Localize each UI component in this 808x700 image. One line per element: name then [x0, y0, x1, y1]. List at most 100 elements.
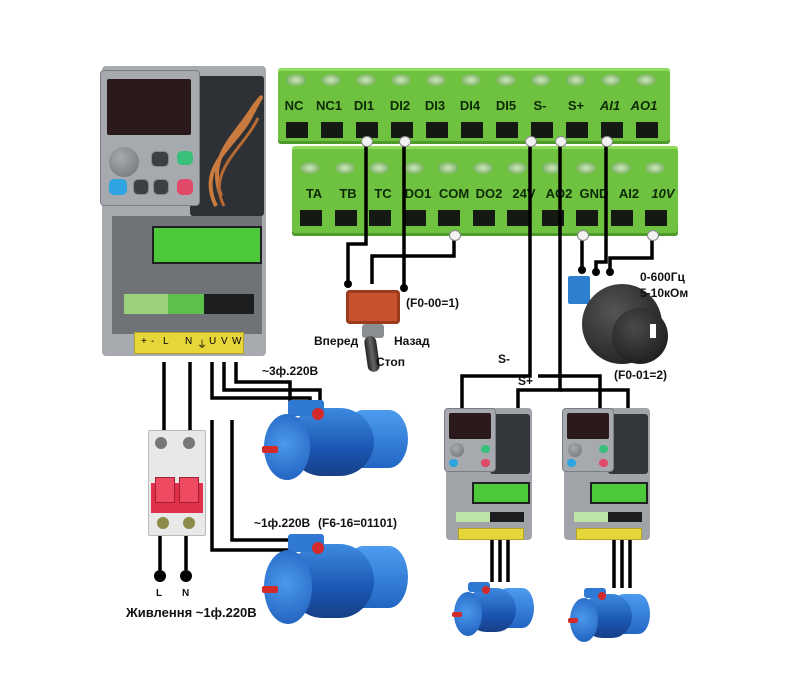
terminal-hole — [472, 210, 495, 226]
terminal-10v: 10V — [651, 186, 675, 201]
terminal-screw — [610, 162, 631, 174]
three-phase-label: ~3ф.220В — [262, 364, 319, 378]
terminal-s-minus: S- — [533, 98, 547, 113]
terminal-hole — [576, 210, 598, 226]
terminal-screw — [645, 162, 665, 174]
pot-base — [568, 276, 590, 304]
circuit-breaker — [148, 430, 206, 536]
terminal-hole — [300, 210, 322, 226]
vfd-run-button — [177, 151, 193, 165]
terminal-screw — [321, 74, 341, 86]
terminal-screw — [286, 74, 306, 86]
pot-range: 0-600Гц — [640, 270, 685, 284]
switch-reverse-label: Назад — [394, 334, 430, 348]
terminal-screw — [507, 162, 527, 174]
terminal-di5: DI5 — [495, 98, 517, 113]
power-terminal-n: N — [185, 336, 193, 347]
terminal-nc1: NC1 — [315, 98, 342, 113]
pin-10v — [647, 230, 659, 241]
vfd-stop-button — [177, 179, 193, 195]
breaker-handle-left — [155, 477, 175, 503]
switch-forward-label: Вперед — [314, 334, 359, 348]
pin-ai1 — [601, 136, 613, 147]
terminal-ai2: AI2 — [618, 186, 640, 201]
slave-vfd-1 — [444, 408, 534, 542]
main-vfd: + - L N ⏚ U V W — [96, 66, 272, 362]
terminal-hole — [645, 210, 667, 226]
pin-gnd — [577, 230, 589, 241]
terminal-com: COM — [438, 186, 470, 201]
terminal-screw — [403, 162, 424, 174]
terminal-hole — [403, 210, 426, 226]
power-terminal-ground: ⏚ — [197, 340, 207, 351]
vfd-shift-button — [133, 179, 149, 195]
terminal-screw — [356, 74, 376, 86]
terminal-screw — [566, 74, 586, 86]
pot-knob — [612, 308, 668, 364]
vfd-mode-button — [109, 179, 127, 195]
terminal-hole — [426, 122, 448, 138]
terminal-screw — [334, 162, 355, 174]
terminal-hole — [601, 122, 623, 138]
terminal-hole — [334, 210, 357, 226]
motor-slave-1 — [452, 582, 536, 638]
power-terminal-minus: - — [151, 336, 155, 347]
slave-vfd-2 — [562, 408, 652, 542]
terminal-di1: DI1 — [353, 98, 375, 113]
switch-body — [346, 290, 400, 324]
power-terminal-w: W — [232, 336, 242, 347]
switch-stop-label: Стоп — [376, 355, 405, 369]
terminal-di2: DI2 — [389, 98, 411, 113]
terminal-hole — [496, 122, 518, 138]
terminal-hole — [636, 122, 658, 138]
terminal-screw — [541, 162, 562, 174]
terminal-di4: DI4 — [459, 98, 481, 113]
terminal-screw — [461, 74, 481, 86]
terminal-screw — [496, 74, 516, 86]
terminal-hole — [369, 210, 391, 226]
terminal-s-plus: S+ — [567, 98, 585, 113]
pot-resistance: 5-10кОм — [640, 286, 689, 300]
terminal-hole — [531, 122, 553, 138]
terminal-screw — [531, 74, 551, 86]
single-phase-label: ~1ф.220В — [254, 516, 311, 530]
potentiometer — [568, 270, 678, 370]
single-phase-param: (F6-16=01101) — [318, 516, 398, 530]
vfd-control-terminals — [152, 226, 262, 264]
terminal-hole — [438, 210, 460, 226]
vfd-down-button — [153, 179, 169, 195]
breaker-handle-right — [179, 477, 199, 503]
switch-bushing — [362, 324, 384, 338]
terminal-block-top — [278, 68, 670, 144]
pin-s-minus — [525, 136, 537, 147]
power-terminal-l: L — [163, 336, 169, 347]
motor-slave-2 — [568, 588, 652, 644]
vfd-keypad — [100, 70, 200, 206]
terminal-screw — [601, 74, 621, 86]
terminal-screw — [300, 162, 320, 174]
terminal-screw — [438, 162, 458, 174]
motor-three-phase — [262, 400, 412, 484]
terminal-tc: TC — [374, 186, 392, 201]
terminal-ao1: AO1 — [630, 98, 658, 113]
bus-s-minus-label: S- — [498, 352, 510, 366]
supply-l-label: L — [156, 588, 163, 599]
terminal-hole — [321, 122, 343, 138]
vfd-up-button — [151, 151, 169, 167]
supply-label: Живлення ~1ф.220В — [126, 605, 257, 620]
terminal-screw — [576, 162, 596, 174]
terminal-screw — [426, 74, 446, 86]
power-terminal-label-strip: + - L N ⏚ U V W — [134, 332, 244, 354]
terminal-hole — [461, 122, 483, 138]
terminal-screw — [636, 74, 656, 86]
vfd-display — [107, 79, 191, 135]
toggle-switch — [342, 286, 412, 376]
supply-n-label: N — [182, 588, 190, 599]
terminal-block-bottom — [292, 146, 678, 236]
terminal-screw — [472, 162, 493, 174]
terminal-hole — [610, 210, 633, 226]
terminal-nc: NC — [284, 98, 304, 113]
terminal-hole — [541, 210, 564, 226]
terminal-screw — [391, 74, 411, 86]
terminal-hole — [391, 122, 413, 138]
